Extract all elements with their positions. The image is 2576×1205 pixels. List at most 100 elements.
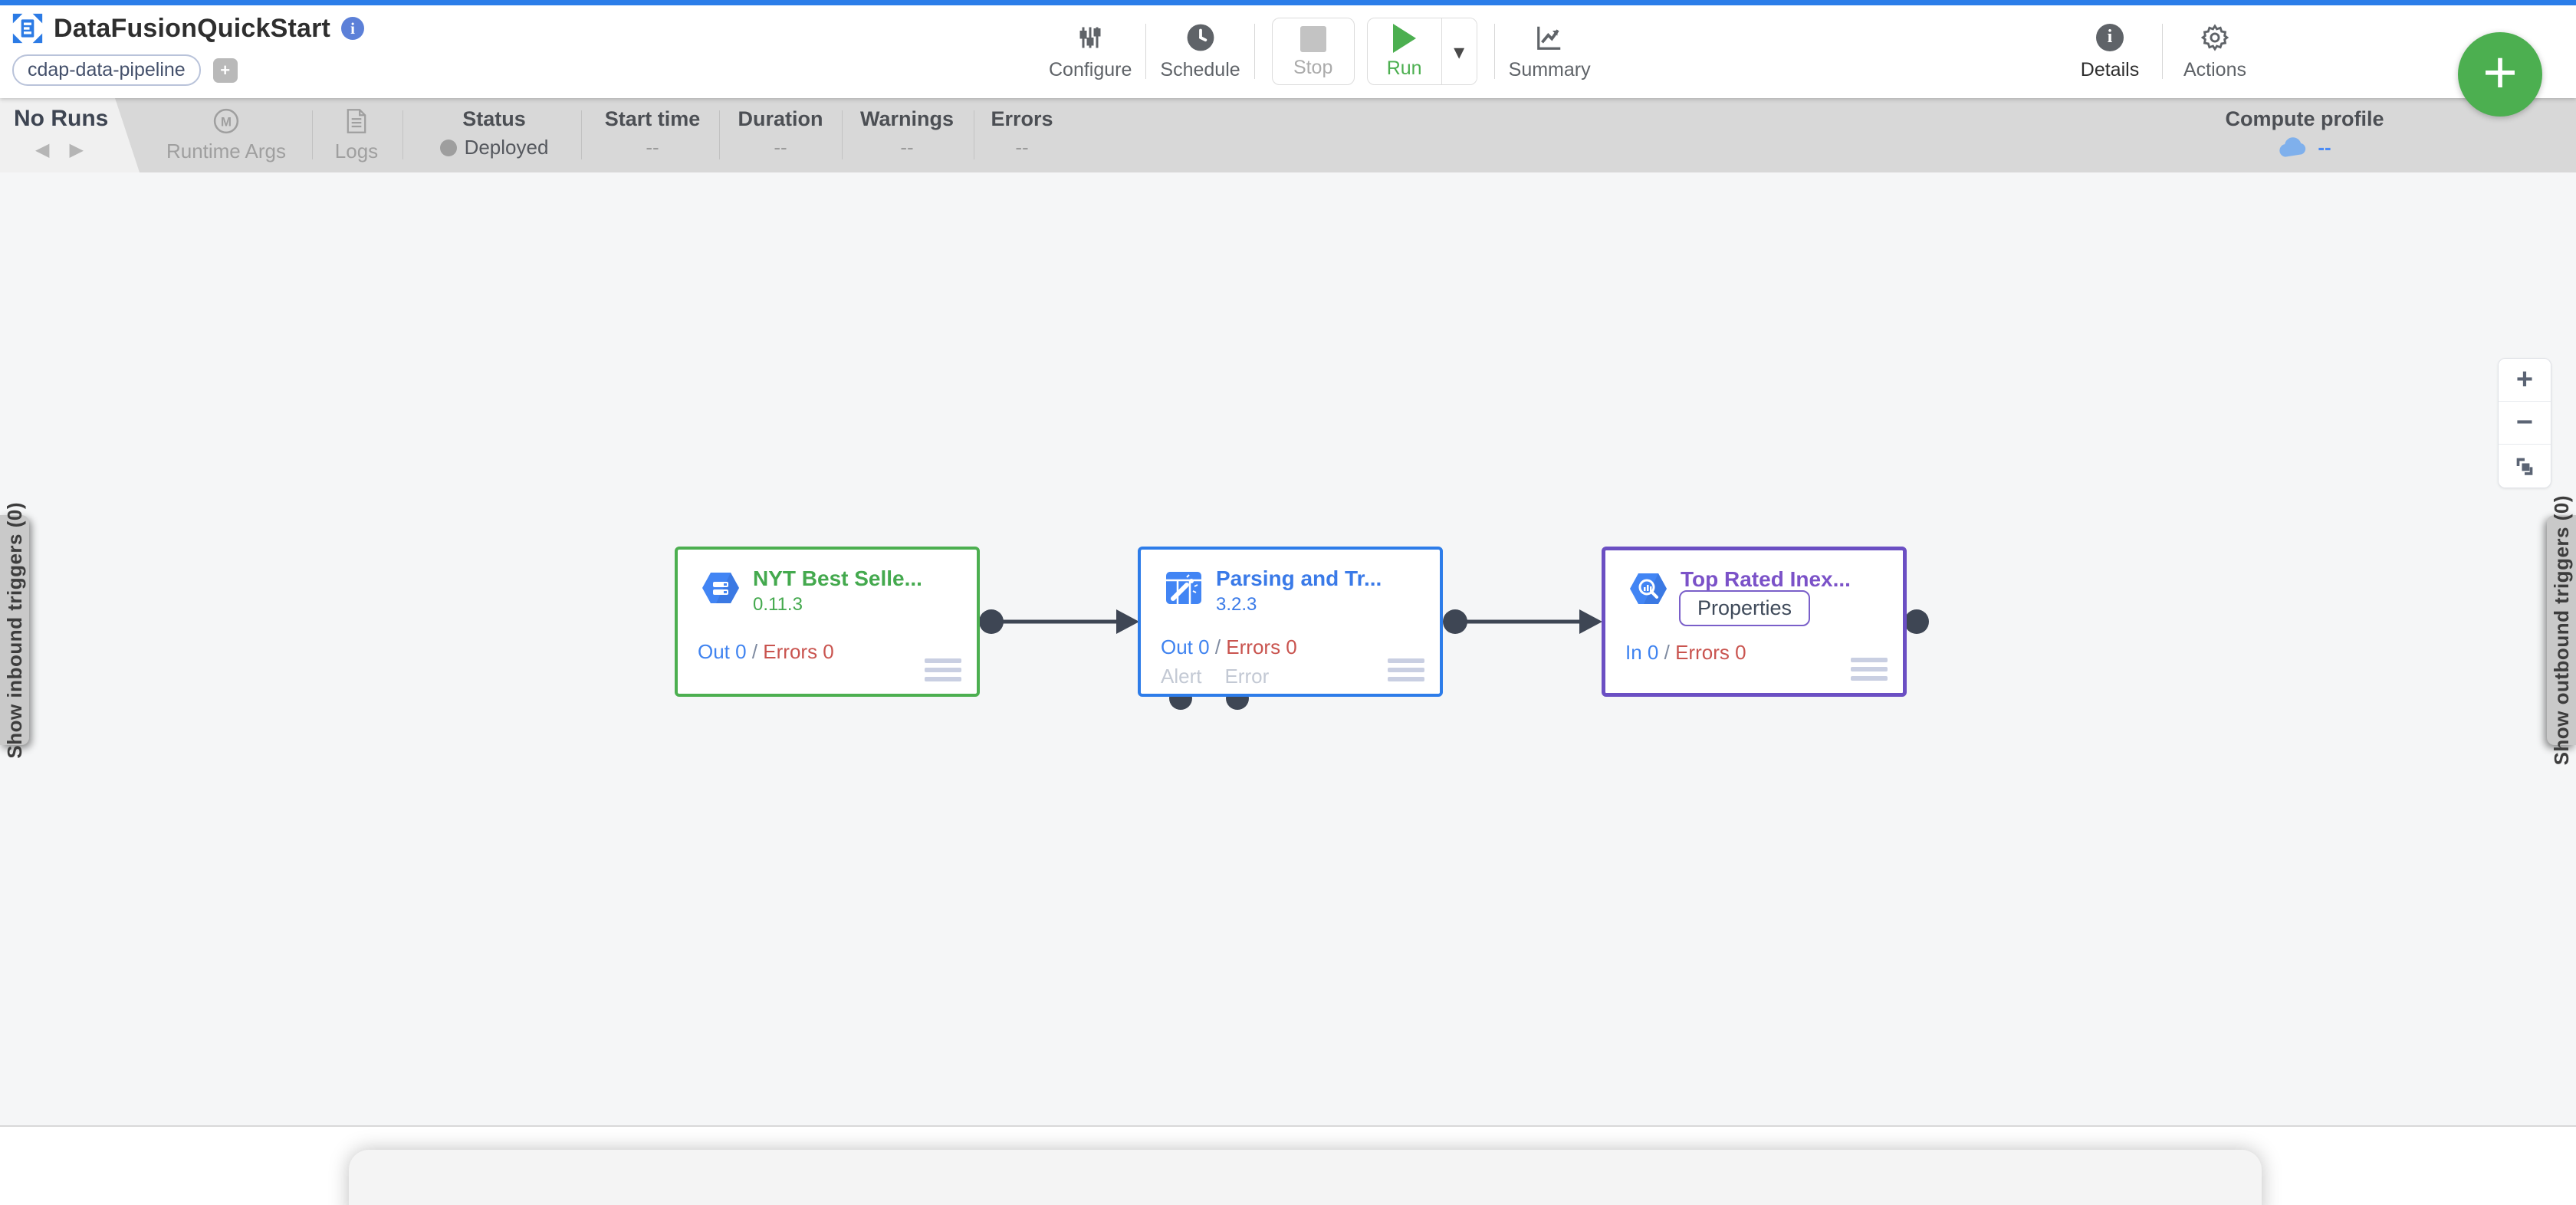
error-port-label: Error xyxy=(1224,665,1270,688)
out-count[interactable]: Out 0 xyxy=(1161,635,1210,658)
schedule-button[interactable]: Schedule xyxy=(1152,22,1247,81)
fit-to-screen-icon xyxy=(2516,458,2533,475)
compute-profile-cell[interactable]: Compute profile -- xyxy=(2220,107,2389,159)
node-stats: Out 0 / Errors 0 xyxy=(698,640,834,663)
details-button[interactable]: i Details xyxy=(2064,22,2156,81)
inbound-triggers-label: Show inbound triggers (0) xyxy=(2,501,26,759)
header-left-group: DataFusionQuickStart i cdap-data-pipelin… xyxy=(12,10,365,86)
node-title: NYT Best Selle... xyxy=(753,566,922,590)
pipeline-toolbar: Configure Schedule Stop xyxy=(1041,11,1598,91)
errors-count[interactable]: Errors 0 xyxy=(1675,641,1746,664)
node-properties-button[interactable]: Properties xyxy=(1679,590,1811,626)
errors-count[interactable]: Errors 0 xyxy=(1226,635,1297,658)
status-dot-icon xyxy=(439,139,457,156)
output-port-node3[interactable] xyxy=(1904,609,1929,634)
output-port-node2[interactable] xyxy=(1443,609,1467,634)
add-tag-button[interactable]: + xyxy=(212,57,238,83)
wrangler-plugin-icon xyxy=(1166,572,1201,604)
stat-duration: Duration -- xyxy=(738,107,823,159)
errors-count[interactable]: Errors 0 xyxy=(763,640,834,663)
pipeline-info-icon[interactable]: i xyxy=(341,17,365,40)
tag-row: cdap-data-pipeline + xyxy=(12,54,364,86)
zoom-in-button[interactable]: + xyxy=(2499,359,2551,402)
port-labels: Alert Error xyxy=(1161,665,1269,688)
zoom-out-button[interactable]: − xyxy=(2499,402,2551,445)
stop-label: Stop xyxy=(1293,56,1333,78)
status-cell: Status Deployed xyxy=(412,107,577,159)
runbar-divider xyxy=(402,110,403,159)
sliders-icon xyxy=(1076,22,1104,53)
chart-icon xyxy=(1535,22,1564,53)
in-count[interactable]: In 0 xyxy=(1625,641,1659,664)
logs-label: Logs xyxy=(334,140,379,163)
runs-pager-tab: No Runs ◀ ▶ xyxy=(0,98,140,172)
details-label: Details xyxy=(2080,58,2140,80)
node-title: Parsing and Tr... xyxy=(1216,566,1382,590)
play-icon xyxy=(1392,23,1416,53)
gear-icon xyxy=(2200,22,2229,53)
out-count[interactable]: Out 0 xyxy=(698,640,747,663)
node-parsing-transform[interactable]: Parsing and Tr... 3.2.3 Out 0 / Errors 0… xyxy=(1138,547,1443,697)
node-menu-button[interactable] xyxy=(1851,658,1888,681)
node-nyt-best-sellers[interactable]: NYT Best Selle... 0.11.3 Out 0 / Errors … xyxy=(675,547,980,697)
cloud-icon xyxy=(2279,136,2306,157)
compute-profile-label: Compute profile xyxy=(2225,107,2384,130)
logs-button[interactable]: Logs xyxy=(314,107,399,163)
node-menu-button[interactable] xyxy=(1388,658,1424,681)
database-plugin-icon xyxy=(702,573,739,603)
inbound-triggers-tab[interactable]: Show inbound triggers (0) xyxy=(0,502,29,758)
info-circle-icon: i xyxy=(2096,22,2124,53)
runbar-divider xyxy=(719,110,720,159)
runbar-divider xyxy=(581,110,582,159)
connection-arrowhead xyxy=(1116,609,1139,634)
clock-icon xyxy=(1186,22,1215,53)
configure-button[interactable]: Configure xyxy=(1041,22,1139,81)
compute-profile-value: -- xyxy=(2278,136,2331,159)
title-row: DataFusionQuickStart i xyxy=(12,10,365,47)
stop-button[interactable]: Stop xyxy=(1271,18,1355,85)
runs-pager: ◀ ▶ xyxy=(35,141,140,159)
fit-to-screen-button[interactable] xyxy=(2499,445,2551,488)
node-stats: Out 0 / Errors 0 xyxy=(1161,635,1297,658)
outbound-triggers-tab[interactable]: Show outbound triggers (0) xyxy=(2547,495,2576,765)
svg-text:M: M xyxy=(221,114,232,129)
toolbar-divider xyxy=(2162,24,2163,79)
status-label: Status xyxy=(462,107,526,130)
outbound-triggers-label: Show outbound triggers (0) xyxy=(2549,494,2573,766)
runtime-args-button[interactable]: M Runtime Args xyxy=(157,107,295,163)
node-top-rated-sink[interactable]: Top Rated Inex... Properties In 0 / Erro… xyxy=(1602,547,1907,697)
pipeline-canvas[interactable]: NYT Best Selle... 0.11.3 Out 0 / Errors … xyxy=(0,172,2576,1125)
schedule-label: Schedule xyxy=(1160,58,1240,80)
run-button-group: Run ▾ xyxy=(1366,18,1477,85)
stat-warnings: Warnings -- xyxy=(859,107,954,159)
toolbar-divider xyxy=(1254,24,1255,79)
node-title: Top Rated Inex... xyxy=(1681,567,1851,591)
alert-port-label: Alert xyxy=(1161,665,1202,688)
logs-icon xyxy=(346,107,367,135)
bottom-panel-shadow xyxy=(349,1150,2262,1205)
pipeline-type-tag: cdap-data-pipeline xyxy=(12,54,201,86)
run-label: Run xyxy=(1386,57,1422,79)
stat-start-time: Start time -- xyxy=(604,107,701,159)
output-port-node1[interactable] xyxy=(979,609,1004,634)
actions-label: Actions xyxy=(2183,58,2246,80)
add-plugin-button[interactable]: + xyxy=(2458,32,2542,117)
bigquery-plugin-icon xyxy=(1630,573,1667,604)
pipeline-header: DataFusionQuickStart i cdap-data-pipelin… xyxy=(0,5,2576,98)
run-button[interactable]: Run xyxy=(1368,18,1441,84)
cdap-logo-icon[interactable] xyxy=(12,13,43,44)
runbar-divider xyxy=(312,110,313,159)
previous-run-arrow[interactable]: ◀ xyxy=(35,140,50,160)
next-run-arrow[interactable]: ▶ xyxy=(69,140,84,160)
toolbar-divider xyxy=(1145,24,1147,79)
node-version: 0.11.3 xyxy=(753,594,803,615)
run-options-dropdown[interactable]: ▾ xyxy=(1441,18,1477,84)
top-accent-strip xyxy=(0,0,2576,5)
status-value: Deployed xyxy=(439,136,548,159)
node-menu-button[interactable] xyxy=(925,658,961,681)
summary-label: Summary xyxy=(1508,58,1591,80)
summary-button[interactable]: Summary xyxy=(1501,22,1598,81)
header-right-group: i Details Actions xyxy=(2064,11,2261,91)
actions-button[interactable]: Actions xyxy=(2169,22,2261,81)
